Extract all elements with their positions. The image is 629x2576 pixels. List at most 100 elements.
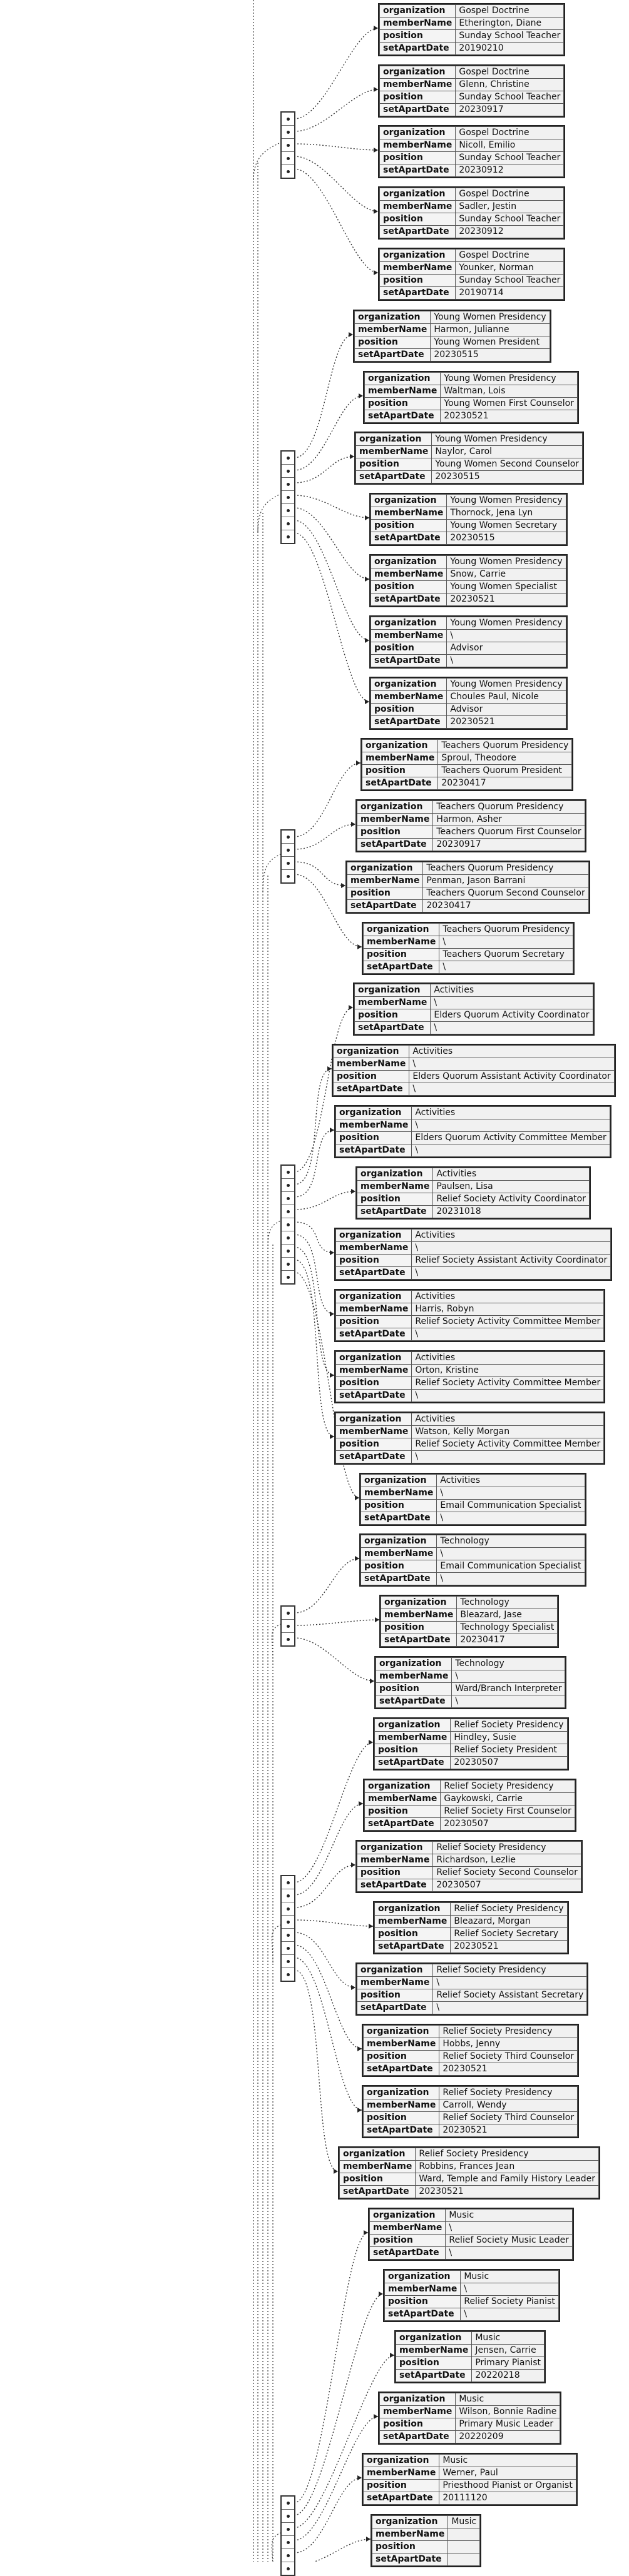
field-value-memberName: \ [445, 2221, 573, 2235]
port-cell [282, 1876, 294, 1889]
port-cell [282, 1620, 294, 1633]
field-key: memberName [364, 1792, 441, 1806]
field-value-position: Relief Society Activity Committee Member [411, 1438, 605, 1451]
field-key: setApartDate [364, 1817, 441, 1831]
field-key: memberName [335, 1425, 412, 1438]
port-dot [286, 1637, 290, 1641]
connector-arrowhead [349, 332, 353, 337]
field-value-position: Teachers Quorum Second Counselor [422, 887, 589, 900]
field-key: memberName [356, 1854, 434, 1867]
field-key: memberName [354, 996, 431, 1009]
field-value-memberName: Robbins, Frances Jean [415, 2160, 599, 2173]
connector-arrowhead [351, 1189, 355, 1194]
port-cell [282, 1955, 294, 1968]
connector-line [294, 1191, 356, 1210]
field-value-organization: Teachers Quorum Presidency [432, 801, 585, 814]
rail-to-port-connector [271, 1924, 281, 1963]
field-value-position: Relief Society Activity Coordinator [432, 1193, 590, 1206]
rail-to-port-connector [257, 493, 281, 532]
field-key: memberName [356, 1976, 434, 1989]
field-value-organization: Activities [430, 984, 593, 997]
field-value-position: Sunday School Teacher [455, 213, 565, 226]
field-value-position: Teachers Quorum Secretary [439, 948, 574, 961]
port-dot [286, 143, 290, 147]
field-key: organization [332, 1045, 410, 1058]
field-value-setApartDate: 20230917 [455, 103, 565, 116]
field-value-memberName: Werner, Paul [439, 2467, 576, 2480]
rail-to-port-connector [271, 1624, 281, 1662]
connector-line [294, 143, 379, 151]
field-value-memberName: Harmon, Julianne [430, 323, 550, 336]
port-cell [282, 1607, 294, 1620]
port-cell [282, 1902, 294, 1916]
field-value-setApartDate: \ [411, 1144, 610, 1157]
connector-arrowhead [374, 270, 378, 275]
field-key: setApartDate [370, 593, 447, 606]
field-value-setApartDate: \ [409, 1083, 615, 1096]
field-value-organization: Activities [432, 1168, 590, 1181]
field-value-memberName: Glenn, Christine [455, 78, 565, 91]
field-value-memberName: Penman, Jason Barrani [422, 874, 589, 887]
field-key: position [364, 397, 441, 410]
field-key: setApartDate [370, 715, 447, 729]
field-value-position: Primary Pianist [471, 2356, 545, 2370]
port-cell [282, 1245, 294, 1258]
field-value-setApartDate: 20230912 [455, 225, 565, 238]
field-value-setApartDate: \ [445, 2246, 573, 2260]
field-value-position: Relief Society President [450, 1744, 568, 1757]
port-dot [286, 1933, 290, 1937]
field-key: memberName [346, 874, 424, 887]
field-value-position: Elders Quorum Activity Committee Member [411, 1131, 610, 1144]
field-value-setApartDate: \ [436, 1572, 585, 1585]
field-value-memberName: \ [411, 1119, 610, 1132]
field-value-position: Relief Society Third Counselor [439, 2111, 578, 2124]
port-dot [286, 522, 290, 525]
connector-line [294, 2355, 395, 2528]
connector-arrowhead [375, 1617, 379, 1622]
port-cell [282, 2562, 294, 2575]
connector-line [294, 1803, 364, 1896]
field-value-position: Young Women Secretary [446, 519, 566, 532]
field-value-organization: Relief Society Presidency [450, 1719, 568, 1732]
field-value-organization: Relief Society Presidency [415, 2148, 599, 2161]
connector-line [294, 762, 361, 837]
field-value-position: Ward/Branch Interpreter [451, 1682, 566, 1695]
connector-line [294, 2477, 362, 2553]
field-key: memberName [335, 1119, 412, 1132]
field-value-position: Relief Society Second Counselor [432, 1866, 581, 1879]
field-value-memberName: Younker, Norman [455, 261, 565, 275]
field-key: organization [356, 1841, 434, 1854]
connector-line [313, 2538, 371, 2562]
field-key: memberName [370, 568, 447, 581]
field-value-position: Relief Society Activity Committee Member [411, 1376, 605, 1390]
port-cell [282, 1231, 294, 1245]
field-value-organization: Activities [411, 1106, 610, 1119]
field-value-setApartDate: 20230417 [422, 899, 589, 912]
field-value-memberName: \ [430, 996, 593, 1009]
field-key: organization [364, 1780, 441, 1793]
field-value-memberName: \ [411, 1241, 611, 1255]
field-value-setApartDate: 20230417 [437, 777, 573, 790]
port-cell [282, 478, 294, 491]
field-value-memberName: Jensen, Carrie [471, 2344, 545, 2357]
field-value-organization: Gospel Doctrine [455, 66, 565, 79]
port-dot [286, 848, 290, 852]
connector-arrowhead [365, 638, 369, 643]
field-key: organization [335, 1106, 412, 1119]
connector-arrowhead [350, 454, 354, 459]
field-value-setApartDate: 20190714 [455, 286, 565, 300]
field-value-setApartDate: \ [439, 961, 574, 974]
field-value-organization: Teachers Quorum Presidency [422, 862, 589, 875]
field-key: organization [335, 1351, 412, 1365]
field-key: position [354, 336, 431, 349]
field-key: organization [370, 678, 447, 691]
field-key: organization [361, 739, 439, 752]
connector-arrowhead [330, 1250, 334, 1255]
